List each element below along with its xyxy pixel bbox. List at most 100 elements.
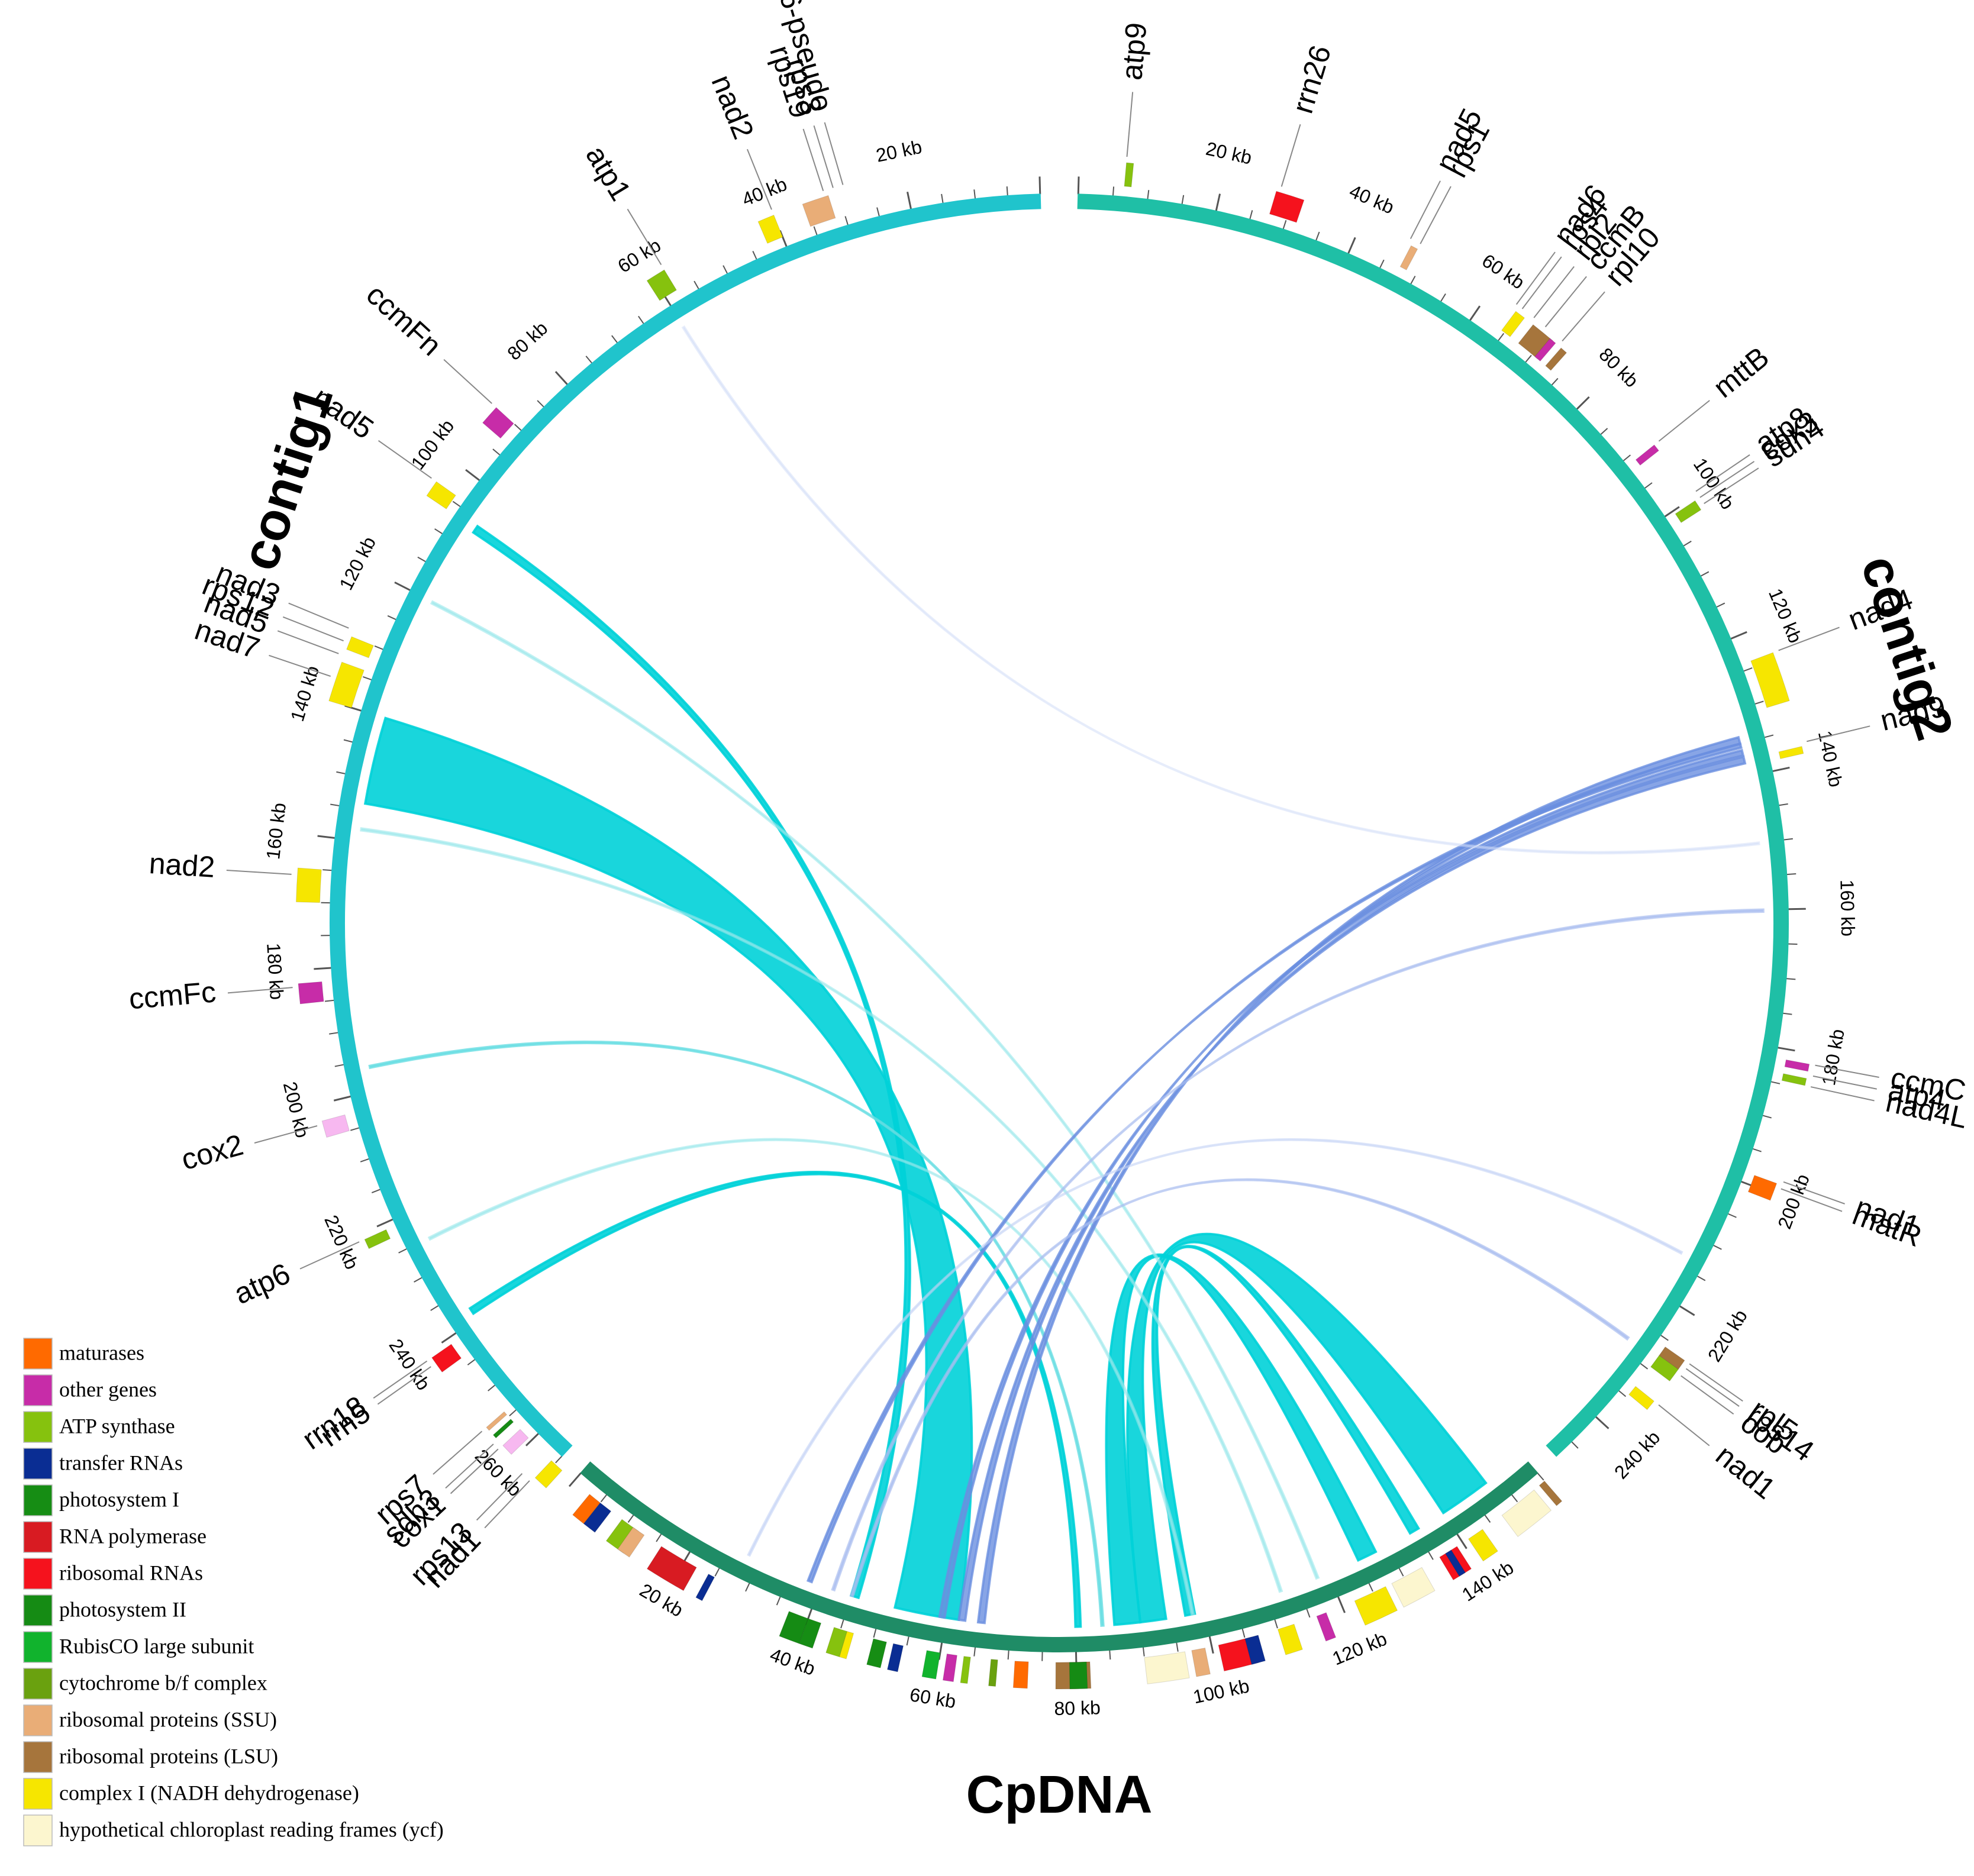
tick-mark: [1743, 667, 1753, 672]
tick-label: 180 kb: [263, 942, 288, 1000]
gene-block: [502, 1429, 529, 1455]
gene-block: [1144, 1651, 1190, 1684]
tick-mark: [1762, 1115, 1772, 1119]
tick-mark: [1730, 631, 1747, 640]
gene-block: [426, 481, 456, 509]
gene-block: [1778, 746, 1804, 760]
gene-label-leader: [445, 1444, 494, 1489]
link-ribbon: [363, 716, 973, 1622]
tick-label: 160 kb: [262, 802, 290, 861]
link-ribbon: [1151, 1245, 1421, 1617]
gene-block: [1534, 338, 1556, 362]
tick-mark: [1469, 305, 1481, 321]
tick-mark: [376, 1218, 394, 1228]
ideogram-contig1: [330, 193, 1041, 1457]
gene-block: [1399, 245, 1418, 270]
gene-block: [1277, 1623, 1303, 1655]
gene-block: [1124, 162, 1134, 188]
link-ribbon: [747, 1138, 1683, 1557]
tick-mark: [714, 1567, 720, 1577]
tick-mark: [1007, 1649, 1009, 1660]
link-ribbon: [957, 755, 1747, 1622]
gene-block: [1354, 1586, 1398, 1626]
legend-swatch: [23, 1374, 53, 1406]
tick-mark: [555, 1455, 563, 1464]
tick-mark: [941, 193, 944, 204]
gene-label: atp1: [579, 140, 637, 206]
ideogram-contig2: [1077, 193, 1789, 1457]
tick-mark: [1337, 1596, 1346, 1613]
gene-label-leader: [1695, 454, 1750, 492]
legend-label: other genes: [59, 1377, 157, 1401]
tick-label: 20 kb: [1204, 138, 1254, 169]
gene-label-leader: [378, 440, 432, 479]
gene-label-leader: [1521, 256, 1562, 309]
gene-label-leader: [824, 122, 844, 185]
tick-label: 120 kb: [335, 533, 380, 593]
gene-block: [779, 1610, 809, 1644]
gene-block: [583, 1502, 612, 1533]
gene-label-leader: [277, 630, 339, 654]
tick-mark: [1640, 1362, 1649, 1370]
tick-mark: [1754, 700, 1764, 705]
gene-label-leader: [1658, 1404, 1710, 1446]
tick-mark: [840, 1619, 844, 1629]
legend-label: ATP synthase: [59, 1414, 175, 1438]
gene-block: [1635, 444, 1659, 466]
tick-label: 260 kb: [471, 1445, 526, 1501]
ideogram-cpdna: [580, 1461, 1538, 1652]
gene-label-leader: [1704, 467, 1759, 504]
tick-mark: [333, 1095, 351, 1102]
legend-label: RNA polymerase: [59, 1524, 207, 1548]
tick-mark: [627, 1514, 634, 1523]
gene-label-leader: [1409, 180, 1441, 240]
tick-label: 160 kb: [1836, 879, 1859, 937]
tick-mark: [1306, 1608, 1311, 1618]
gene-block: [431, 1344, 462, 1373]
legend-label: ribosomal proteins (LSU): [59, 1744, 278, 1768]
tick-mark: [330, 803, 340, 807]
legend-label: photosystem I: [59, 1487, 179, 1511]
tick-mark: [1778, 803, 1788, 806]
tick-mark: [779, 230, 788, 247]
gene-label-leader: [1781, 1188, 1843, 1212]
contig-label-contig2: contig2: [1850, 548, 1965, 747]
gene-block: [1445, 1549, 1466, 1577]
contig-label-contig1: contig1: [230, 379, 344, 577]
gene-block: [1467, 1529, 1498, 1562]
tick-mark: [873, 1628, 877, 1638]
legend-swatch: [23, 1704, 53, 1736]
link-ribbon: [427, 1138, 1195, 1616]
gene-block: [1538, 1480, 1563, 1506]
tick-mark: [317, 835, 336, 839]
tick-mark: [488, 1384, 496, 1391]
tick-mark: [336, 771, 346, 774]
tick-mark: [1181, 195, 1185, 205]
gene-label-leader: [1778, 627, 1840, 651]
tick-mark: [1570, 1441, 1579, 1449]
tick-mark: [363, 676, 372, 681]
tick-mark: [1752, 1148, 1762, 1152]
tick-mark: [525, 1432, 540, 1446]
tick-mark: [1456, 1533, 1467, 1549]
gene-block: [605, 1519, 639, 1554]
tick-mark: [1696, 1275, 1706, 1281]
legend-swatch: [23, 1338, 53, 1370]
tick-label: 120 kb: [1765, 585, 1807, 646]
tick-label: 80 kb: [1595, 344, 1643, 392]
tick-mark: [611, 335, 618, 344]
tick-mark: [1683, 540, 1692, 547]
tick-mark: [568, 1472, 582, 1487]
tick-mark: [417, 556, 427, 563]
tick-mark: [1618, 1390, 1627, 1397]
gene-block: [1747, 1174, 1778, 1201]
gene-label-leader: [1420, 186, 1452, 244]
gene-block: [295, 867, 322, 903]
tick-mark: [907, 192, 912, 210]
tick-mark: [1770, 1081, 1781, 1084]
tick-mark: [1660, 1334, 1669, 1341]
tick-mark: [374, 645, 384, 650]
tick-label: 200 kb: [279, 1080, 314, 1140]
gene-block: [960, 1656, 971, 1684]
